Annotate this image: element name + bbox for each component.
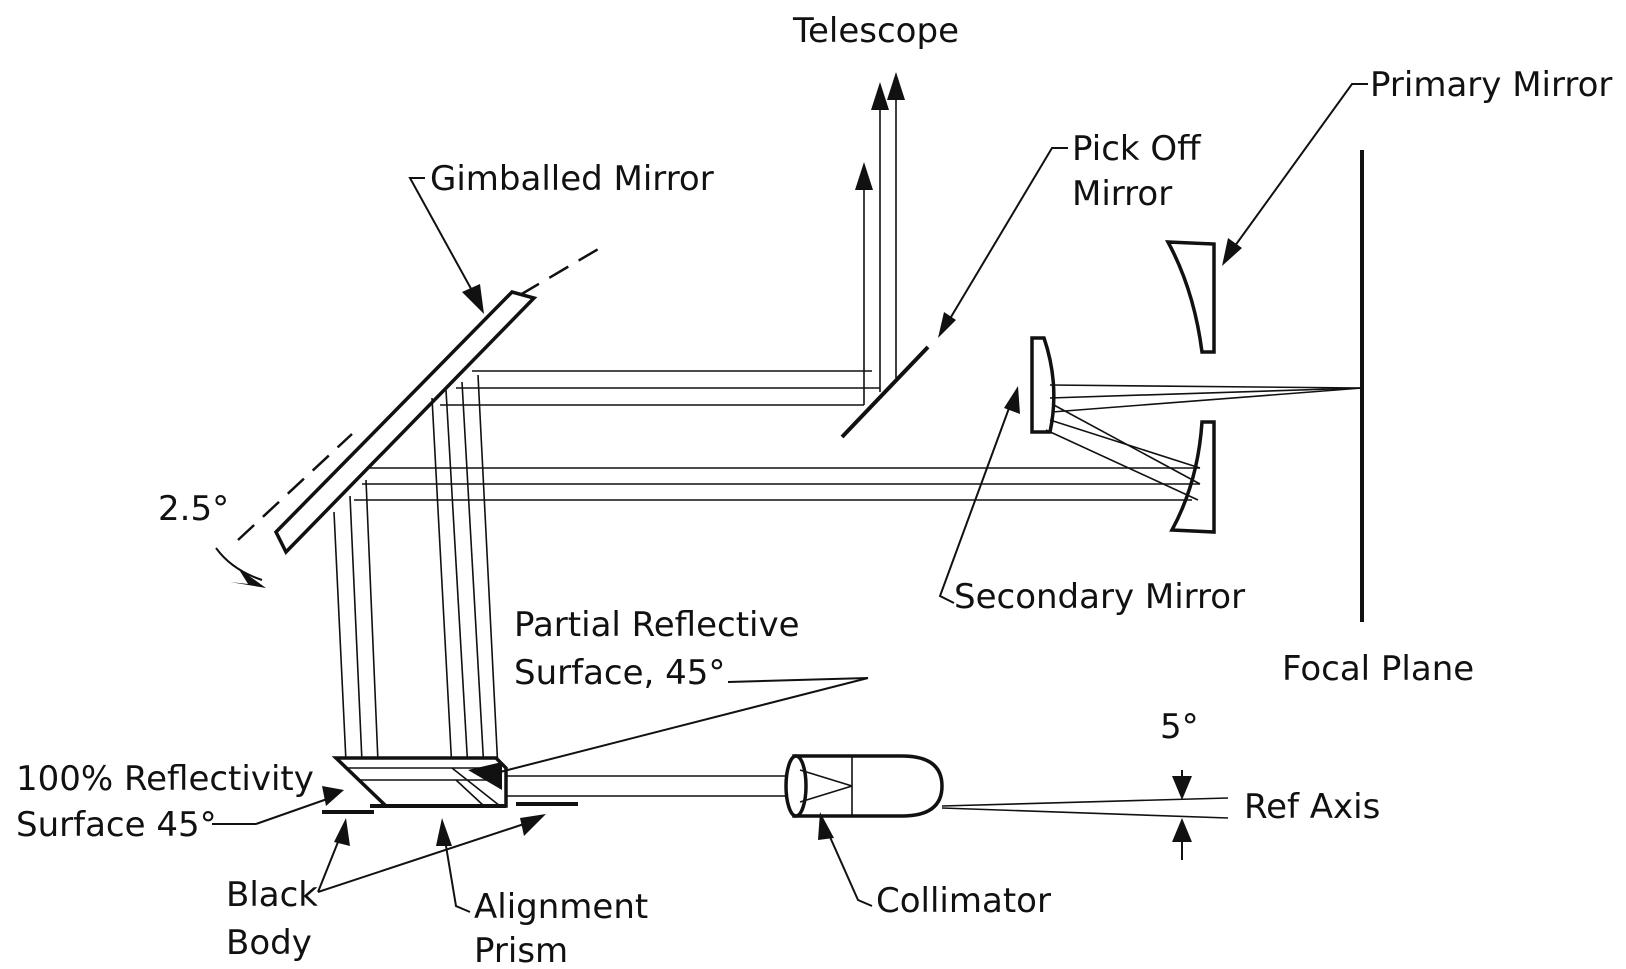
gimballed-mirror-label: Gimballed Mirror xyxy=(430,159,714,199)
telescope-internal-rays xyxy=(1045,384,1363,501)
partial-reflective-label-line1: Partial Reflective xyxy=(514,605,800,645)
pick-off-mirror-leader xyxy=(938,147,1068,338)
ref-axis-lines xyxy=(941,797,1229,819)
partial-reflective-leaders xyxy=(499,677,869,773)
alignment-prism-label-line2: Prism xyxy=(474,931,568,969)
black-body-label-line1: Black xyxy=(226,875,318,915)
collimator xyxy=(784,754,944,818)
gimballed-mirror xyxy=(237,246,601,555)
reflectivity-leader xyxy=(212,786,344,825)
rotation-arrow xyxy=(215,547,266,588)
alignment-prism-leader xyxy=(436,818,471,913)
black-body-label-line2: Body xyxy=(226,923,312,963)
black-body xyxy=(322,802,578,814)
collimator-leader xyxy=(818,812,873,907)
alignment-prism xyxy=(331,756,508,808)
alignment-prism-label-line1: Alignment xyxy=(474,887,648,927)
pick-off-mirror-label-line1: Pick Off xyxy=(1072,129,1202,169)
gimballed-mirror-leader xyxy=(408,177,484,314)
angle-5-arrows xyxy=(1172,770,1192,860)
telescope-label: Telescope xyxy=(792,11,959,51)
angle-2-5-label: 2.5° xyxy=(158,489,229,529)
pick-off-mirror xyxy=(840,345,930,439)
pick-off-mirror-label-line2: Mirror xyxy=(1072,174,1172,214)
partial-reflective-label-line2: Surface, 45° xyxy=(514,653,725,693)
upper-beam xyxy=(440,370,880,406)
black-body-leaders xyxy=(317,814,546,893)
reflectivity-label-line1: 100% Reflectivity xyxy=(16,759,314,799)
collimator-beam xyxy=(506,775,794,797)
primary-mirror-label: Primary Mirror xyxy=(1370,65,1612,105)
collimator-label: Collimator xyxy=(876,881,1051,921)
primary-mirror-leader xyxy=(1222,83,1368,266)
vertical-beams xyxy=(333,374,499,771)
lower-beam xyxy=(354,467,1200,501)
ref-axis-label: Ref Axis xyxy=(1244,787,1380,827)
angle-5-label: 5° xyxy=(1160,707,1199,747)
primary-mirror xyxy=(1164,240,1216,534)
telescope-arrows xyxy=(855,72,905,405)
secondary-mirror-label: Secondary Mirror xyxy=(954,577,1245,617)
secondary-mirror-leader xyxy=(938,386,1020,604)
focal-plane-label: Focal Plane xyxy=(1282,649,1474,689)
reflectivity-label-line2: Surface 45° xyxy=(16,805,217,845)
